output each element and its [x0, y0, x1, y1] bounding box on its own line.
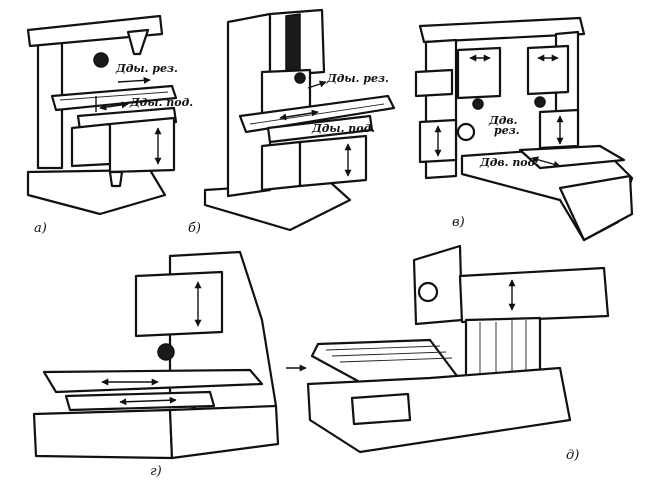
- caption-b: б): [188, 221, 201, 236]
- caption-g: г): [150, 464, 162, 479]
- caption-a: а): [34, 221, 47, 236]
- machine-d: [286, 244, 610, 454]
- label-b-feed-tool: Дды. рез.: [326, 72, 389, 85]
- label-a-feed-table: Дды. под.: [129, 96, 193, 109]
- machine-v: [414, 16, 634, 242]
- caption-v: в): [452, 215, 465, 230]
- label-v-feed-tool-top: Ддв.: [488, 114, 518, 127]
- label-v-feed-tool-bottom: рез.: [494, 124, 520, 137]
- machine-a: [26, 14, 178, 216]
- machine-b: [203, 8, 396, 232]
- caption-d: д): [566, 448, 579, 463]
- machine-g: [32, 250, 280, 460]
- label-b-feed-table: Дды. под.: [311, 122, 375, 135]
- label-a-feed-tool: Дды. рез.: [115, 62, 178, 75]
- label-v-feed-table: Ддв. под.: [479, 156, 539, 169]
